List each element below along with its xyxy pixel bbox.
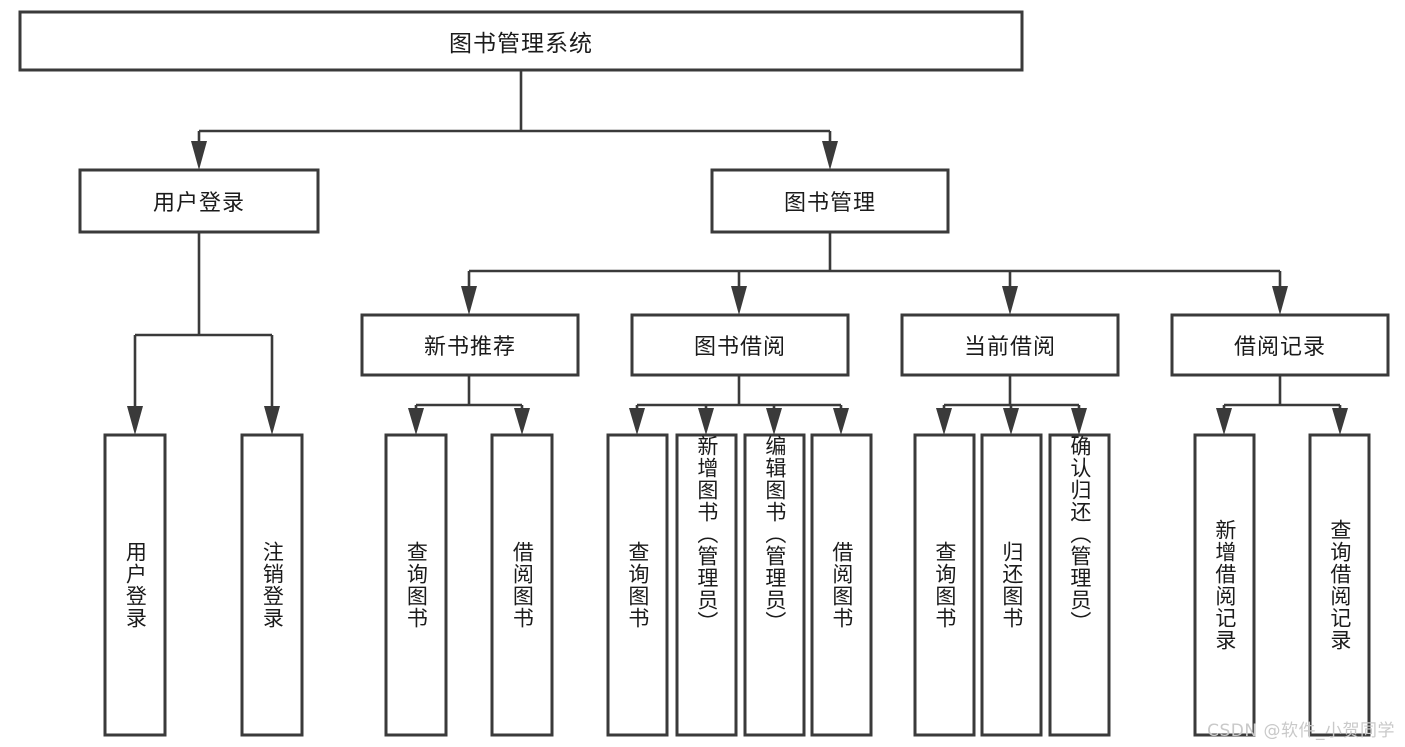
arrow-book-mgmt-to-borrow xyxy=(731,286,747,315)
arrow-book-mgmt-to-current xyxy=(1002,286,1018,315)
arrow-root-to-user-login xyxy=(191,141,207,170)
arrow-borrow-record-leaf1 xyxy=(1216,408,1232,435)
node-box-leaf-user-login-1[interactable] xyxy=(240,433,304,737)
arrow-root-to-book-mgmt xyxy=(822,141,838,170)
arrow-book-mgmt-to-record xyxy=(1272,286,1288,315)
connector-group-root xyxy=(191,70,838,170)
node-box-leaf-book-borrow-1[interactable] xyxy=(675,433,738,737)
node-box-leaf-book-borrow-2[interactable] xyxy=(743,433,806,737)
node-box-book-borrow[interactable] xyxy=(630,313,850,377)
node-box-leaf-current-borrow-0[interactable] xyxy=(913,433,976,737)
connector-group-user-login xyxy=(127,232,280,435)
arrow-user-login-leaf2 xyxy=(264,406,280,435)
arrow-current-borrow-leaf3 xyxy=(1071,408,1087,435)
node-box-leaf-new-book-1[interactable] xyxy=(490,433,554,737)
arrow-borrow-record-leaf2 xyxy=(1332,408,1348,435)
arrow-book-borrow-leaf1 xyxy=(629,408,645,435)
arrow-book-mgmt-to-new-book xyxy=(461,286,477,315)
arrow-new-book-leaf1 xyxy=(408,408,424,435)
connector-group-borrow-record xyxy=(1216,375,1348,435)
node-box-borrow-record[interactable] xyxy=(1170,313,1390,377)
connector-group-new-book xyxy=(408,375,530,435)
csdn-watermark: CSDN @软件_小贺同学 xyxy=(1207,721,1395,741)
arrow-book-borrow-leaf2 xyxy=(698,408,714,435)
node-box-leaf-user-login-0[interactable] xyxy=(103,433,167,737)
node-box-book-management[interactable] xyxy=(710,168,950,234)
arrow-new-book-leaf2 xyxy=(514,408,530,435)
arrow-book-borrow-leaf4 xyxy=(833,408,849,435)
node-box-root[interactable] xyxy=(18,10,1024,72)
node-box-leaf-new-book-0[interactable] xyxy=(384,433,448,737)
node-box-leaf-borrow-record-1[interactable] xyxy=(1308,433,1371,737)
node-box-leaf-borrow-record-0[interactable] xyxy=(1193,433,1256,737)
arrow-current-borrow-leaf1 xyxy=(936,408,952,435)
node-box-new-book-recommend[interactable] xyxy=(360,313,580,377)
arrow-book-borrow-leaf3 xyxy=(766,408,782,435)
arrow-user-login-leaf1 xyxy=(127,406,143,435)
connector-group-book-borrow xyxy=(629,375,849,435)
connector-group-current-borrow xyxy=(936,375,1087,435)
connector-group-book-mgmt xyxy=(461,232,1288,315)
node-box-leaf-book-borrow-0[interactable] xyxy=(606,433,669,737)
node-box-leaf-current-borrow-2[interactable] xyxy=(1048,433,1111,737)
arrow-current-borrow-leaf2 xyxy=(1003,408,1019,435)
node-box-current-borrow[interactable] xyxy=(900,313,1120,377)
node-box-user-login[interactable] xyxy=(78,168,320,234)
node-box-leaf-current-borrow-1[interactable] xyxy=(980,433,1043,737)
node-box-leaf-book-borrow-3[interactable] xyxy=(810,433,873,737)
